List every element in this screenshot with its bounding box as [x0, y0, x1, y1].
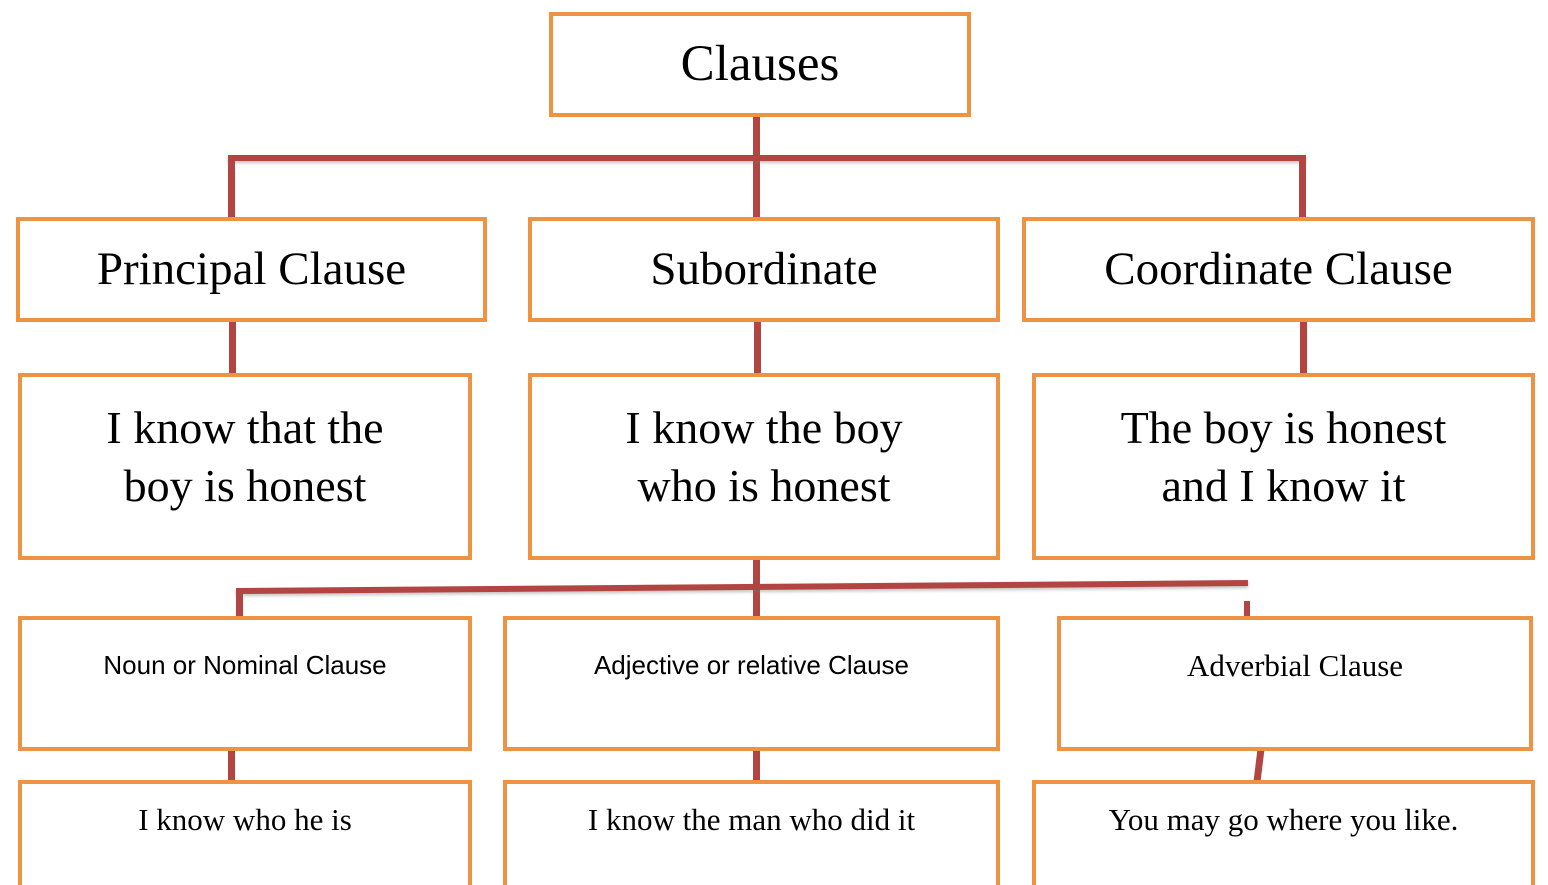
connector-principal-to-example — [229, 318, 236, 378]
connector-level4-bracket-right-stub — [1244, 601, 1250, 619]
node-coordinate-example[interactable]: The boy is honest and I know it — [1032, 373, 1535, 560]
node-label-line1: The boy is honest — [1120, 402, 1447, 453]
connector-noun-to-example — [228, 747, 235, 785]
node-label-line1: I know that the — [106, 402, 384, 453]
node-label: I know the boy who is honest — [532, 399, 996, 516]
node-label: Adverbial Clause — [1186, 648, 1404, 683]
connector-level4-bracket-left-leg — [236, 592, 243, 620]
node-label: The boy is honest and I know it — [1036, 399, 1531, 516]
node-label: Subordinate — [650, 242, 878, 295]
node-label: Clauses — [680, 36, 840, 93]
connector-level2-bracket-horizontal — [228, 155, 1306, 161]
connector-level2-bracket-left-leg — [228, 155, 235, 221]
node-label: Adjective or relative Clause — [593, 650, 910, 680]
node-noun-clause-example[interactable]: I know who he is — [18, 780, 472, 885]
connector-adjective-to-example — [753, 747, 760, 785]
connector-level4-bracket-horizontal — [235, 580, 1248, 594]
node-label: Coordinate Clause — [1104, 242, 1453, 295]
node-label-line2: and I know it — [1161, 460, 1406, 512]
node-adjective-or-relative-clause[interactable]: Adjective or relative Clause — [503, 616, 1000, 751]
node-adverbial-clause[interactable]: Adverbial Clause — [1057, 616, 1533, 751]
node-label: I know who he is — [138, 802, 352, 837]
node-label-line1: I know the boy — [625, 402, 903, 453]
connector-subordinate-to-example — [754, 318, 761, 378]
node-subordinate[interactable]: Subordinate — [528, 217, 1000, 322]
connector-coordinate-to-example — [1300, 318, 1307, 378]
node-principal-example[interactable]: I know that the boy is honest — [18, 373, 472, 560]
node-clauses-root[interactable]: Clauses — [549, 12, 971, 117]
node-label-line2: boy is honest — [123, 460, 367, 512]
connector-root-stem — [753, 113, 760, 225]
node-noun-or-nominal-clause[interactable]: Noun or Nominal Clause — [18, 616, 472, 751]
node-principal-clause[interactable]: Principal Clause — [16, 217, 487, 322]
node-adjective-clause-example[interactable]: I know the man who did it — [503, 780, 1000, 885]
connector-level2-bracket-right-leg — [1299, 155, 1306, 221]
node-label: I know that the boy is honest — [22, 399, 468, 516]
node-label: I know the man who did it — [587, 802, 916, 837]
node-subordinate-example[interactable]: I know the boy who is honest — [528, 373, 1000, 560]
node-label: Principal Clause — [96, 242, 407, 295]
node-adverbial-clause-example[interactable]: You may go where you like. — [1032, 780, 1535, 885]
node-label: You may go where you like. — [1108, 802, 1459, 837]
node-label: Noun or Nominal Clause — [103, 650, 387, 680]
node-coordinate-clause[interactable]: Coordinate Clause — [1022, 217, 1535, 322]
node-label-line2: who is honest — [637, 460, 891, 512]
